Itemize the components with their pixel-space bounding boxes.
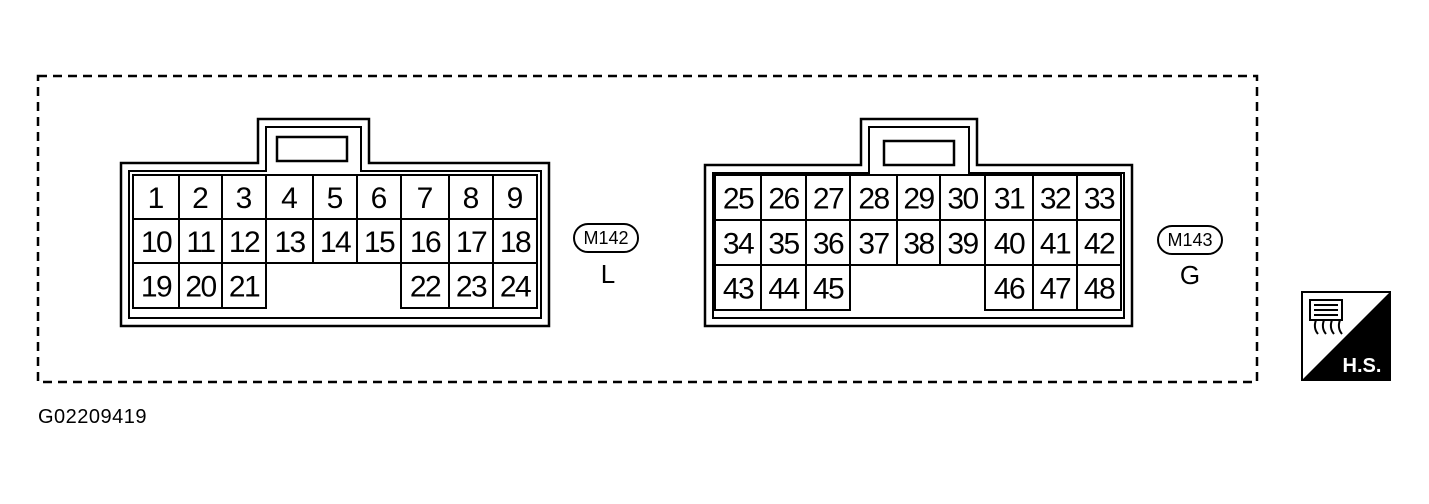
pin-cell [984,264,1034,311]
pin-cell [805,219,851,266]
pin-cell [178,262,223,309]
connector-id-label: M143 [1167,230,1212,250]
figure-code: G02209419 [38,406,148,428]
pin-number: 16 [410,226,441,259]
pin-number: 14 [320,226,351,259]
pin-number: 9 [507,182,524,215]
connector-id-badge: M143 [1157,225,1223,255]
pin-number: 17 [456,226,487,259]
pin-number: 44 [768,273,799,306]
connector-id-label: M142 [583,228,628,248]
pin-cell [132,218,180,264]
pin-cell [132,262,180,309]
pin-cell [178,174,223,220]
pin-number: 45 [813,273,844,306]
pin-number: 30 [947,183,978,216]
pin-cell [849,174,898,221]
pin-cell [714,174,762,221]
pin-cell [805,174,851,221]
pin-cell [356,218,402,264]
pin-cell [1032,264,1078,311]
pin-number: 5 [327,182,344,215]
hs-badge-shade [1302,292,1390,380]
connector-color-code: L [601,259,615,289]
pin-number: 33 [1084,183,1115,216]
connector-m143: 25 26 27 28 29 30 31 32 33 34 35 36 37 38 39 40 41 42 43 44… [703,117,1223,328]
pin-number: 35 [768,228,799,261]
pin-number: 29 [903,183,934,216]
pin-number: 46 [994,273,1025,306]
pin-cell [492,218,538,264]
connector-latch [275,135,349,163]
pin-number: 28 [858,183,889,216]
pin-number: 3 [236,182,253,215]
pin-cell [805,264,851,311]
connector-color-code: G [1180,260,1200,290]
pin-number: 22 [410,271,441,304]
pin-number: 40 [994,228,1025,261]
pin-number: 41 [1040,228,1071,261]
pin-number: 11 [186,226,215,259]
pin-number: 39 [947,228,978,261]
pin-number: 10 [141,226,172,259]
pin-number: 15 [364,226,395,259]
hs-label: H.S. [1343,355,1382,377]
pin-number: 19 [141,271,172,304]
pin-number: 34 [723,228,754,261]
pin-number: 23 [456,271,487,304]
pin-cell [312,174,358,220]
pin-grid: 25 26 27 28 29 30 31 32 33 34 35 36 37 38 39 40 41 42 43 44… [714,174,1122,311]
pin-number: 20 [185,271,216,304]
pin-number: 27 [813,183,844,216]
pin-cell [492,174,538,220]
pin-number: 18 [500,226,531,259]
pin-number: 4 [281,182,298,215]
pin-number: 32 [1040,183,1071,216]
pin-number: 48 [1084,273,1115,306]
pin-cell [400,262,450,309]
connector-latch [882,139,956,167]
pin-cell [896,219,941,266]
pin-cell [896,174,941,221]
pin-number: 36 [813,228,844,261]
pin-cell [1076,264,1122,311]
pin-cell [849,219,898,266]
pin-number: 12 [229,226,260,259]
harness-enclosure [36,74,1259,384]
pin-number: 6 [371,182,388,215]
pin-number: 47 [1040,273,1071,306]
connector-housing-inner [712,126,1125,319]
pin-cell [714,219,762,266]
hs-connector-symbol: H.S. [1301,291,1391,381]
pin-number: 8 [463,182,480,215]
pin-cell [448,174,494,220]
pin-number: 1 [148,182,165,215]
connector-id-badge: M142 [573,223,639,253]
pin-cell [221,262,267,309]
pin-cell [1032,174,1078,221]
pin-cell [132,174,180,220]
pin-number: 43 [723,273,754,306]
pin-cell [312,218,358,264]
pin-number: 13 [274,226,305,259]
pin-number: 37 [858,228,889,261]
pin-cell [714,264,762,311]
pin-cell [492,262,538,309]
pin-number: 42 [1084,228,1115,261]
pin-number: 21 [229,271,260,304]
pin-number: 7 [417,182,434,215]
pin-number: 38 [903,228,934,261]
pin-number: 26 [768,183,799,216]
pin-number: 31 [994,183,1025,216]
connector-housing-inner [128,126,542,319]
pin-number: 25 [723,183,754,216]
pin-number: 24 [500,271,531,304]
connector-plug-icon [1309,299,1343,335]
pin-cell [1076,174,1122,221]
pin-number: 2 [192,182,209,215]
pin-cell [400,218,450,264]
